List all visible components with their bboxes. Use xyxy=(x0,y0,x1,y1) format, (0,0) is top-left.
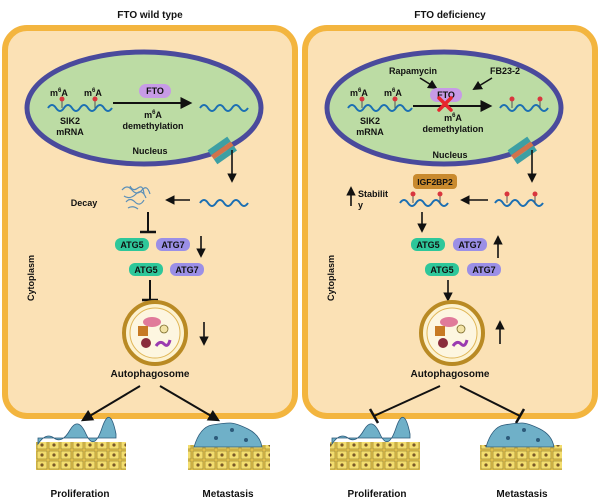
panel-title-deficiency: FTO deficiency xyxy=(414,10,486,21)
m6a-mark xyxy=(59,96,65,102)
proliferation-illustration xyxy=(330,417,420,470)
atg5-label-top: ATG5 xyxy=(416,240,439,250)
inhibition-x-icon xyxy=(437,96,453,112)
m6a-label-1: m6A xyxy=(350,88,368,98)
fto-badge xyxy=(139,84,171,98)
sik2-mrna-methylated xyxy=(47,104,113,112)
metastasis-illustration xyxy=(188,422,270,470)
arrow-to-metastasis xyxy=(159,385,221,422)
sik2-mrna-methylated xyxy=(347,104,413,112)
panel-title-wild-type: FTO wild type xyxy=(117,10,183,21)
demethylation-label: m6A xyxy=(444,113,462,123)
sik2-mrna-cytoplasm xyxy=(199,199,249,207)
atg7-label-top: ATG7 xyxy=(458,240,481,250)
demethylation-label: m6A xyxy=(144,110,162,120)
proliferation-illustration xyxy=(36,417,126,470)
metastasis-illustration xyxy=(480,422,562,470)
nucleus-label: Nucleus xyxy=(432,150,467,160)
m6a-label-2: m6A xyxy=(384,88,402,98)
atg5-badge-bottom xyxy=(425,263,459,276)
fb23-2-label: FB23-2 xyxy=(490,66,520,76)
atg7-label-bottom: ATG7 xyxy=(472,265,495,275)
atg7-label-top: ATG7 xyxy=(161,240,184,250)
atg7-badge-top xyxy=(453,238,487,251)
atg7-label-bottom: ATG7 xyxy=(175,265,198,275)
stability-label: Stabilit xyxy=(358,189,388,199)
sik2-mrna-demethylated xyxy=(199,104,249,112)
mrna-label: mRNA xyxy=(56,127,84,137)
atg5-label-bottom: ATG5 xyxy=(134,265,157,275)
m6a-mark xyxy=(92,96,98,102)
stability-label-2: y xyxy=(358,200,363,210)
metastasis-label: Metastasis xyxy=(202,489,254,500)
proliferation-label: Proliferation xyxy=(348,489,407,500)
m6a-mark xyxy=(509,96,515,102)
nucleus-label: Nucleus xyxy=(132,146,167,156)
atg5-label-top: ATG5 xyxy=(120,240,143,250)
fb23-2-arrow xyxy=(472,77,493,91)
m6a-mark xyxy=(359,96,365,102)
atg5-badge-top xyxy=(411,238,445,251)
nucleus xyxy=(324,49,564,167)
m6a-mark xyxy=(537,96,543,102)
cytoplasm-label: Cytoplasm xyxy=(326,255,336,301)
cytoplasm-label: Cytoplasm xyxy=(26,255,36,301)
decayed-rna xyxy=(121,185,151,210)
panel-wild-type: m6A m6A SIK2 mRNA FTO m6A demethylation … xyxy=(2,25,298,500)
inhibit-proliferation xyxy=(373,385,441,417)
autophagosome xyxy=(419,300,485,366)
proliferation-label: Proliferation xyxy=(51,489,110,500)
arrow-to-proliferation xyxy=(80,385,141,422)
nucleus xyxy=(24,49,264,167)
sik2-label: SIK2 xyxy=(60,116,80,126)
autophagosome-label: Autophagosome xyxy=(411,369,490,380)
atg7-badge-bottom xyxy=(467,263,501,276)
atg5-badge-bottom xyxy=(129,263,163,276)
metastasis-label: Metastasis xyxy=(496,489,548,500)
atg7-badge-bottom xyxy=(170,263,204,276)
demethylation-label-2: demethylation xyxy=(422,124,483,134)
autophagosome xyxy=(122,300,188,366)
m6a-mark xyxy=(392,96,398,102)
inhibit-metastasis xyxy=(459,385,521,417)
atg7-badge-top xyxy=(156,238,190,251)
sik2-label: SIK2 xyxy=(360,116,380,126)
fto-label: FTO xyxy=(146,86,164,96)
m6a-label-2: m6A xyxy=(84,88,102,98)
panel-deficiency: Rapamycin FB23-2 m6A m6A SIK2 mRNA FTO m… xyxy=(302,25,598,500)
mrna-label: mRNA xyxy=(356,127,384,137)
fto-label: FTO xyxy=(437,90,455,100)
demethylation-label-2: demethylation xyxy=(122,121,183,131)
atg5-badge-top xyxy=(115,238,149,251)
igf2bp2-badge xyxy=(413,174,457,189)
autophagosome-label: Autophagosome xyxy=(111,369,190,380)
decay-label: Decay xyxy=(71,198,98,208)
atg5-label-bottom: ATG5 xyxy=(430,265,453,275)
rapamycin-arrow xyxy=(419,77,438,90)
rapamycin-label: Rapamycin xyxy=(389,66,437,76)
m6a-label-1: m6A xyxy=(50,88,68,98)
igf2bp2-label: IGF2BP2 xyxy=(417,177,453,187)
